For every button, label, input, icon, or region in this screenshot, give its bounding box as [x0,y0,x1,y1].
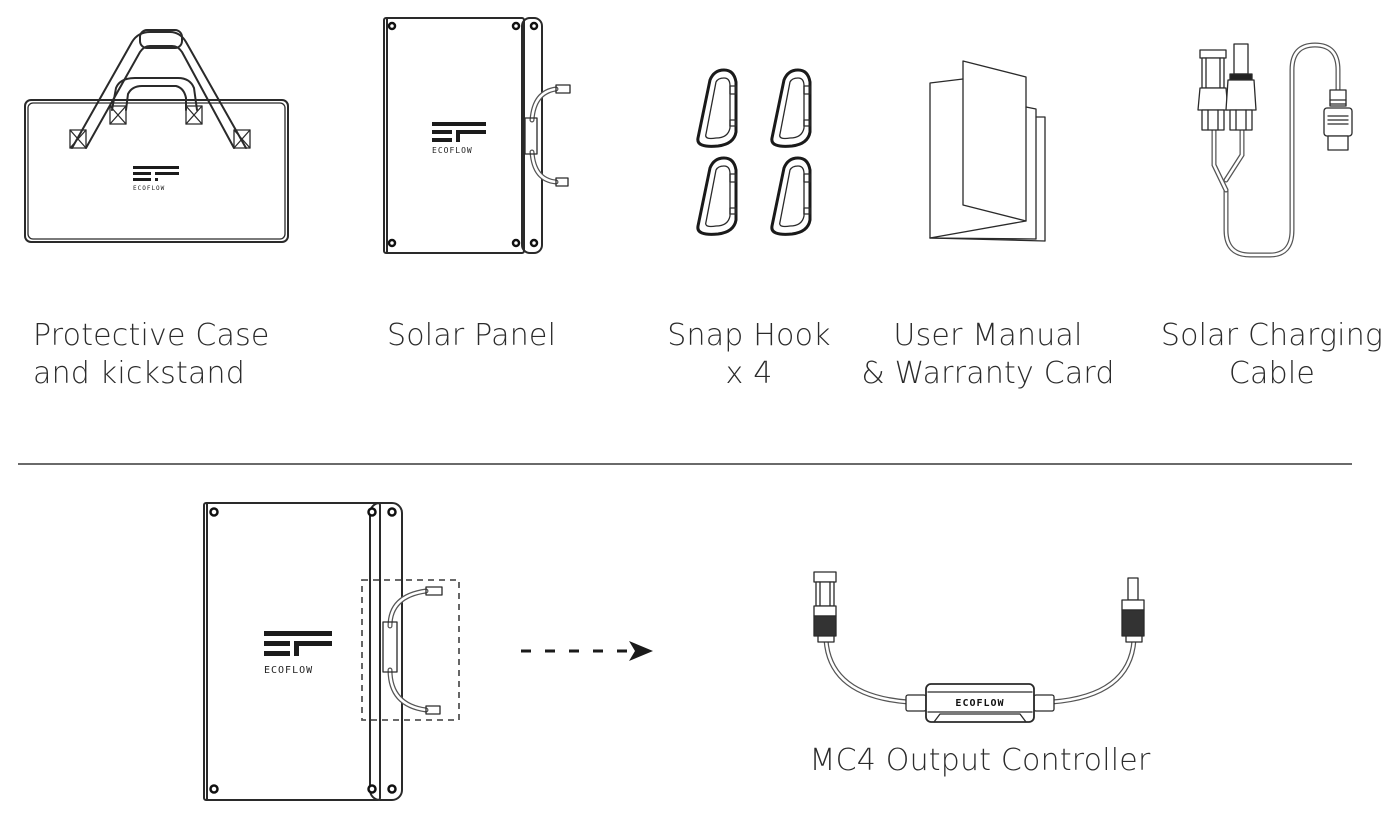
ecoflow-logo: ECOFLOW [432,122,486,155]
item-label-solar-panel: Solar Panel [387,318,557,353]
carry-bag-icon: ECOFLOW [24,29,289,243]
dashed-arrow-right-icon [521,641,653,661]
charging-cable-icon [1197,42,1353,258]
ecoflow-logo: ECOFLOW [264,631,332,676]
svg-text:ECOFLOW: ECOFLOW [264,665,313,676]
mc4-controller-icon: ECOFLOW [813,571,1145,723]
controller-brand-text: ECOFLOW [955,698,1004,709]
svg-text:ECOFLOW: ECOFLOW [133,185,165,192]
manual-booklet-icon [929,60,1046,242]
solar-panel-icon: ECOFLOW [383,17,571,254]
highlight-box [361,579,460,721]
item-label-user-manual: User Manual & Warranty Card [861,318,1115,391]
item-label-snap-hook: Snap Hook x 4 [667,318,831,391]
item-label-protective-case: Protective Case and kickstand [33,318,270,391]
ecoflow-logo: ECOFLOW [133,166,179,192]
solar-panel-icon: ECOFLOW [203,502,460,801]
mc4-controller-label: MC4 Output Controller [809,743,1151,778]
section-divider [18,463,1352,465]
carabiner-icon [696,68,812,236]
svg-text:ECOFLOW: ECOFLOW [432,146,473,155]
item-label-solar-charging-cable: Solar Charging Cable [1160,318,1384,391]
